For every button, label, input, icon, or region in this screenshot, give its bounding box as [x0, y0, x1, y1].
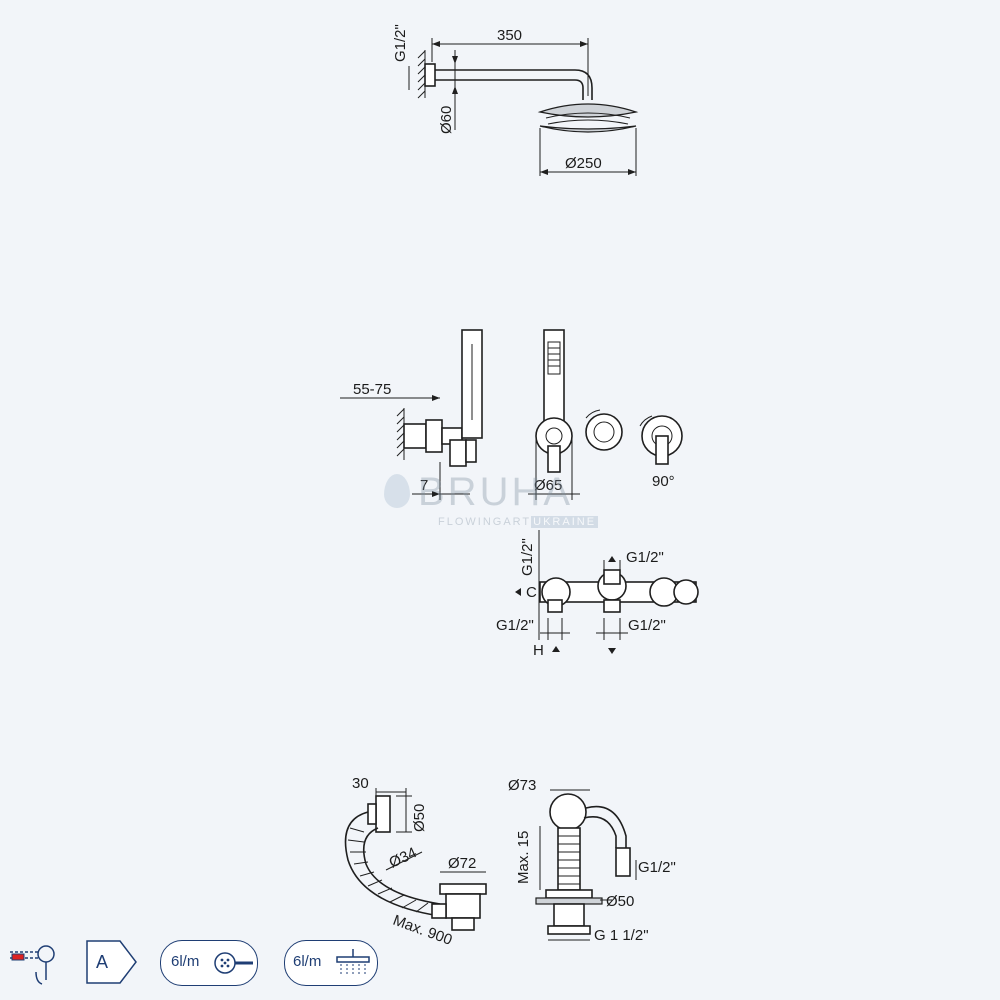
rain-shower-flow-icon [336, 949, 370, 975]
max-height-label: Max. 15 [515, 831, 532, 884]
spout-top-diameter-label: Ø73 [508, 777, 536, 794]
overhead-shower-drawing: 350 G1/2" Ø60 Ø250 [392, 24, 639, 176]
hand-shower-flow-text: 6l/m [171, 953, 200, 970]
mixer-bottom-left-thread-label: G1/2" [496, 617, 534, 634]
hose-thread-label: G1/2" [638, 859, 676, 876]
depth-range-label: 55-75 [353, 381, 391, 398]
mixer-top-left-thread-label: G1/2" [519, 538, 536, 576]
spout-filler-drawing: Ø73 G1/2" Max. 15 Ø50 G 1 1/2" [508, 777, 676, 944]
hose-diameter-label: Ø34 [387, 844, 420, 871]
rotation-label: 90° [652, 473, 675, 490]
waste-width-label: 30 [352, 775, 369, 792]
arm-length-label: 350 [497, 27, 522, 44]
watermark-brand: BRUHA [418, 470, 574, 514]
rain-shower-flow-badge: 6l/m [284, 940, 378, 986]
energy-class-icon: A [86, 940, 138, 984]
waste-diameter-label: Ø72 [448, 855, 476, 872]
head-diameter-label: Ø250 [565, 155, 602, 172]
hand-shower-diameter-label: Ø65 [534, 477, 562, 494]
drain-thread-label: G 1 1/2" [594, 927, 649, 944]
energy-class-text: A [96, 952, 109, 972]
base-diameter-label: Ø50 [606, 893, 634, 910]
hand-shower-flow-badge: 6l/m [160, 940, 258, 986]
watermark-region: UKRAINE [531, 516, 599, 528]
faucet-icon [6, 940, 62, 988]
flange-diameter-label: Ø60 [438, 106, 455, 134]
overflow-diameter-label: Ø50 [411, 804, 428, 832]
hot-label: H [533, 642, 544, 659]
feature-badges: A 6l/m 6l/m [0, 938, 1000, 990]
water-drop-icon [384, 474, 410, 508]
rain-shower-flow-text: 6l/m [293, 953, 322, 970]
hand-shower-drawing: 55-75 7 Ø65 90° [340, 329, 683, 500]
cold-label: C [526, 584, 537, 601]
watermark-tagline-text: FLOWINGART [438, 516, 532, 528]
mixer-top-right-thread-label: G1/2" [626, 549, 664, 566]
offset-label: 7 [420, 477, 428, 494]
mixer-body-drawing: G1/2" G1/2" C G1/2" G1/2" H [496, 530, 699, 659]
bath-waste-drawing: 30 Ø50 Ø34 Ø72 Max. 900 [344, 775, 487, 949]
mixer-bottom-right-thread-label: G1/2" [628, 617, 666, 634]
overhead-inlet-label: G1/2" [392, 24, 409, 62]
hand-shower-flow-icon [214, 952, 253, 974]
